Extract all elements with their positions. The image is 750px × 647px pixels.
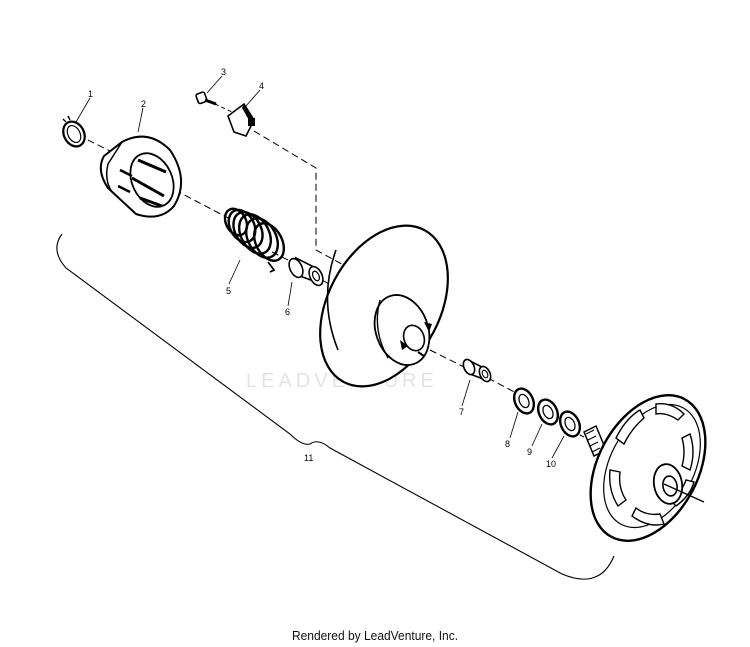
callout-9: 9: [527, 447, 532, 457]
callout-3: 3: [221, 67, 226, 77]
callout-4: 4: [259, 81, 264, 91]
part-snap-ring: [62, 115, 86, 148]
part-movable-sheave: [319, 224, 449, 388]
callout-11: 11: [304, 453, 313, 463]
assembly-bracket: [56, 233, 615, 580]
part-washer-10: [558, 410, 582, 438]
callout-8: 8: [505, 439, 510, 449]
part-fixed-sheave: [583, 394, 707, 542]
part-bushing-small: [462, 358, 492, 383]
render-credit: Rendered by LeadVenture, Inc.: [291, 628, 459, 644]
part-screw: [195, 91, 217, 106]
callout-5: 5: [226, 286, 231, 296]
leader-lines: [75, 75, 565, 459]
callout-1: 1: [88, 89, 93, 99]
part-bushing: [288, 256, 324, 287]
part-washer-8: [512, 387, 536, 415]
part-spring: [223, 207, 286, 273]
callout-7: 7: [459, 407, 464, 417]
callout-2: 2: [141, 99, 146, 109]
part-washer-9: [536, 398, 560, 426]
part-button-shoe: [227, 102, 255, 137]
callout-6: 6: [285, 307, 290, 317]
part-helix-cam: [99, 135, 182, 218]
part-washers: [512, 387, 582, 438]
callout-10: 10: [546, 459, 556, 469]
callout-labels: 1 2 3 4 5 6 7 8 9 10 11: [88, 67, 556, 469]
